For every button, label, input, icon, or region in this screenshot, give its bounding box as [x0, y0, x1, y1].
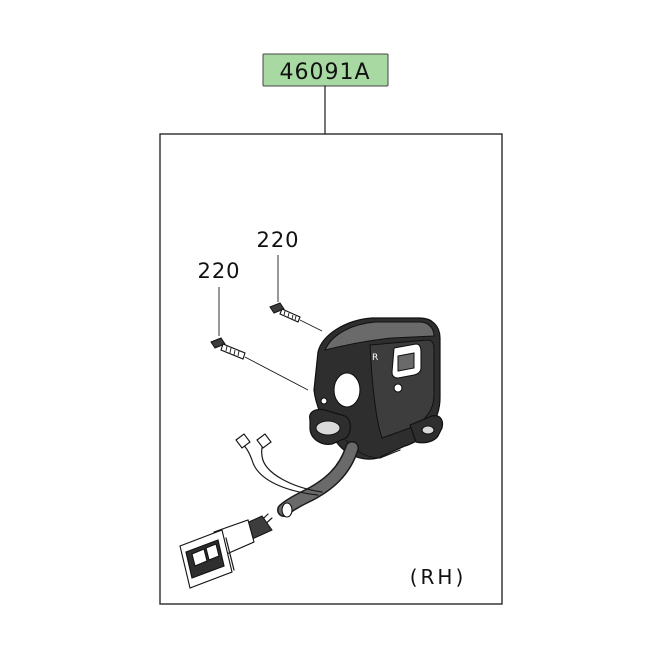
wire-harness-icon[interactable] [235, 433, 359, 533]
handlebar-switch-housing-icon[interactable]: R [309, 317, 444, 460]
screw-icon[interactable] [210, 337, 309, 391]
screw-callout-label-upper[interactable]: 220 [256, 228, 299, 252]
assembly-frame [159, 133, 503, 605]
assembly-part-label[interactable]: 46091A [262, 53, 389, 87]
assembly-part-number: 46091A [279, 60, 370, 85]
svg-text:R: R [372, 353, 378, 363]
connector-plug-icon[interactable] [179, 515, 273, 589]
side-label: (RH) [410, 565, 467, 589]
screw-callout-label-lower[interactable]: 220 [197, 259, 240, 283]
screw-icon[interactable] [269, 302, 323, 332]
